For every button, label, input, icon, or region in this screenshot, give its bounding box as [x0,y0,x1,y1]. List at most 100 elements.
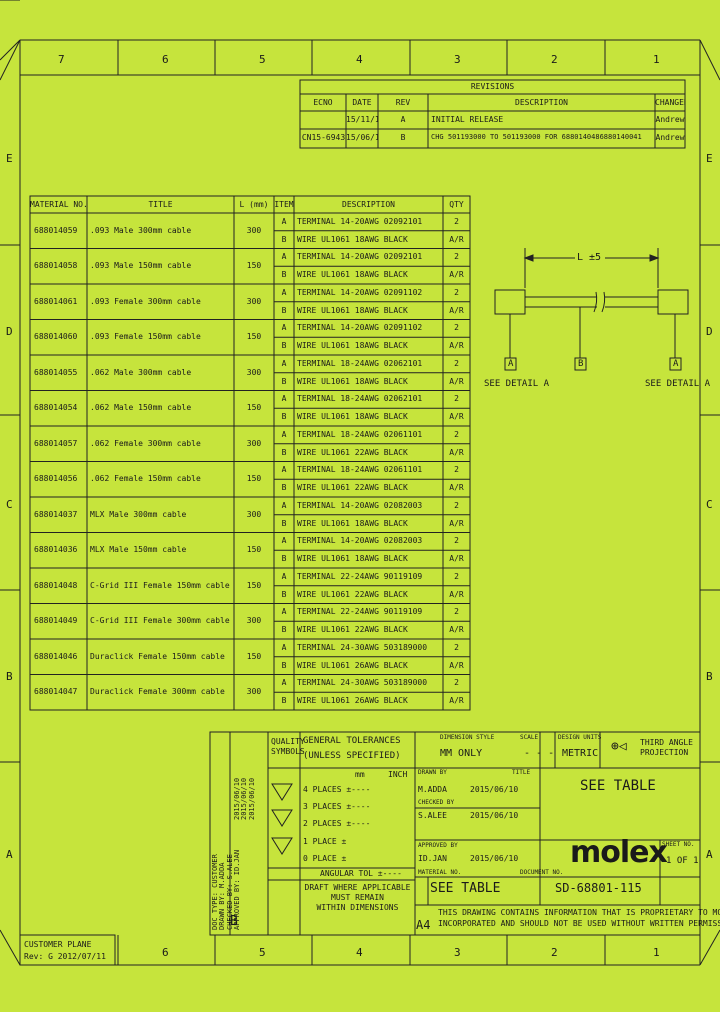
parts-item-description: WIRE UL1061 22AWG BLACK [297,626,408,635]
parts-title: C-Grid III Female 300mm cable [90,617,230,626]
parts-item-letter: A [281,253,287,262]
customer-plane-line2: Rev: G 2012/07/11 [24,952,106,961]
dimension-style-label: DIMENSION STYLE [440,734,495,741]
parts-item-qty: A/R [449,235,464,244]
parts-item-qty: A/R [449,377,464,386]
zone-right-c: C [706,498,713,511]
projection-label: THIRD ANGLE PROJECTION [640,738,693,757]
rev-header-changed: CHANGED [655,99,685,107]
rev-header-date: DATE [352,99,372,107]
parts-item-qty: 2 [454,537,459,546]
parts-length: 150 [246,333,262,342]
dimension-style-value: MM ONLY [440,748,483,759]
parts-title: .062 Male 150mm cable [90,404,192,413]
parts-item-letter: A [281,643,287,652]
parts-material-no: 688014046 [34,652,78,661]
callout-a-right: A [673,359,679,369]
tol-0-place: 0 PLACE ± [303,854,347,863]
zone-bottom-4: 4 [356,946,363,959]
parts-length: 150 [246,262,262,271]
parts-item-description: TERMINAL 22-24AWG 90119109 [297,572,423,581]
parts-title: Duraclick Female 300mm cable [90,688,225,697]
parts-item-qty: A/R [449,661,464,670]
customer-plane-line1: CUSTOMER PLANE [24,940,92,949]
tol-mm-label: mm [355,770,365,779]
approved-by-label: APPROVED BY [418,842,458,849]
parts-material-no: 688014060 [34,333,78,342]
parts-item-letter: A [281,395,287,404]
parts-item-description: TERMINAL 18-24AWG 02062101 [297,359,423,368]
parts-item-qty: 2 [454,359,459,368]
parts-item-letter: B [281,377,287,386]
rev-row1-changed: Andrew [655,116,685,124]
parts-header-length: L (mm) [239,201,269,209]
parts-item-description: TERMINAL 14-20AWG 02092101 [297,253,423,262]
parts-item-description: WIRE UL1061 18AWG BLACK [297,555,408,564]
tol-inch-label: INCH [388,770,408,779]
parts-item-letter: A [281,501,287,510]
document-no-value: SD-68801-115 [555,881,642,895]
parts-item-description: TERMINAL 14-20AWG 02091102 [297,288,423,297]
zone-left-d: D [6,325,13,338]
parts-item-qty: A/R [449,342,464,351]
design-units-value: METRIC [562,748,599,759]
parts-item-description: WIRE UL1061 18AWG BLACK [297,519,408,528]
parts-title: .062 Male 300mm cable [90,368,192,377]
parts-item-letter: A [281,217,287,226]
parts-item-description: TERMINAL 18-24AWG 02061101 [297,466,423,475]
title-value: SEE TABLE [580,778,656,794]
parts-material-no: 688014049 [34,617,78,626]
material-no-label: MATERIAL NO. [418,869,462,876]
parts-material-no: 688014048 [34,581,78,590]
checked-by-label: CHECKED BY [418,799,455,806]
parts-item-qty: A/R [449,626,464,635]
zone-bottom-5: 5 [259,946,266,959]
parts-material-no: 688014059 [34,226,78,235]
parts-material-no: 688014061 [34,297,78,306]
callout-a-left: A [508,359,514,369]
parts-item-qty: 2 [454,253,459,262]
zone-top-7: 7 [58,53,65,66]
rev-row2-desc: CHG 501193000 TO 501193000 FOR 688014048… [431,134,642,141]
document-no-label: DOCUMENT NO. [520,869,564,876]
parts-item-description: WIRE UL1061 18AWG BLACK [297,342,408,351]
parts-item-description: TERMINAL 14-20AWG 02082003 [297,537,423,546]
parts-item-description: WIRE UL1061 18AWG BLACK [297,377,408,386]
zone-right-b: B [706,670,713,683]
parts-header-item: ITEM [274,201,294,209]
parts-material-no: 688014058 [34,262,78,271]
parts-item-description: WIRE UL1061 18AWG BLACK [297,413,408,422]
rev-row1-date: 15/11/15 [346,116,378,124]
checked-date: 2015/06/10 [470,811,519,820]
parts-item-letter: A [281,572,287,581]
parts-item-letter: B [281,448,287,457]
parts-item-qty: A/R [449,271,464,280]
zone-top-5: 5 [259,53,266,66]
parts-length: 300 [246,688,262,697]
parts-title: C-Grid III Female 150mm cable [90,581,230,590]
parts-item-letter: B [281,626,287,635]
parts-material-no: 688014056 [34,475,78,484]
parts-title: .062 Female 150mm cable [90,475,201,484]
parts-title: .093 Male 150mm cable [90,262,192,271]
zone-left-b: B [6,670,13,683]
draft-note: DRAFT WHERE APPLICABLE MUST REMAIN WITHI… [304,883,411,912]
parts-material-no: 688014055 [34,368,78,377]
parts-material-no: 688014054 [34,404,78,413]
parts-item-qty: 2 [454,324,459,333]
parts-title: .093 Male 300mm cable [90,226,192,235]
zone-bottom-6: 6 [162,946,169,959]
parts-item-qty: A/R [449,519,464,528]
parts-item-description: TERMINAL 24-30AWG 503189000 [297,643,428,652]
parts-item-qty: A/R [449,484,464,493]
parts-length: 150 [246,475,262,484]
sheet-label: SHEET NO. [662,841,695,848]
parts-length: 150 [246,581,262,590]
parts-item-letter: B [281,590,287,599]
parts-item-letter: B [281,697,287,706]
projection-symbol-icon: ⊕◁ [611,739,627,754]
sheet-size: A4 [416,918,431,932]
parts-length: 300 [246,297,262,306]
parts-item-letter: B [281,484,287,493]
parts-item-qty: A/R [449,697,464,706]
